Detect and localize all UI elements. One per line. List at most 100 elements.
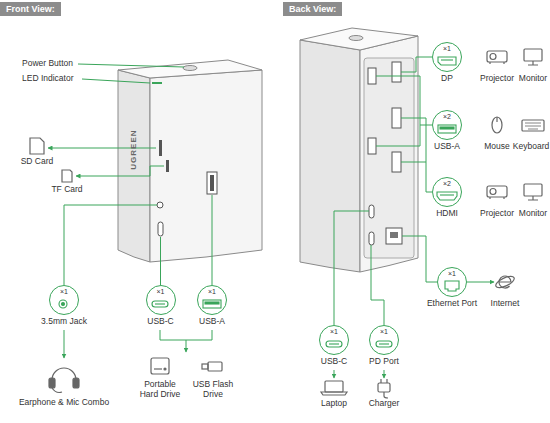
port-name: USB-C	[147, 317, 173, 327]
device-icons	[487, 51, 507, 62]
brand-logo: UGREEN	[129, 120, 138, 180]
port-icon	[197, 298, 227, 310]
device-name: Projector	[475, 209, 519, 219]
device-icons	[151, 358, 169, 374]
port-icon	[326, 341, 342, 347]
port-icon	[376, 341, 392, 347]
device-name: Projector	[475, 74, 519, 84]
device-icons	[208, 362, 222, 371]
port-name: 3.5mm Jack	[41, 317, 87, 327]
part-name: LED Indicator	[22, 74, 74, 84]
port-icon	[203, 300, 221, 308]
view-heading: Back View:	[283, 2, 342, 16]
back-dock	[349, 36, 363, 41]
port-callout: ×1Ethernet Port	[427, 267, 477, 309]
callout-circle: ×2	[432, 110, 462, 140]
port-count: ×2	[433, 180, 461, 187]
device-icons	[499, 276, 511, 288]
leader-lines	[334, 370, 335, 378]
leader-lines	[212, 195, 213, 285]
device-icons	[164, 368, 166, 370]
port-callout: ×1USB-C	[319, 325, 349, 367]
device-icons	[325, 381, 343, 392]
port-count: ×1	[147, 288, 175, 295]
device-icons	[522, 120, 544, 131]
front-dock	[166, 160, 169, 172]
front-dock	[158, 222, 163, 236]
port-icon	[203, 300, 221, 308]
port-callout: ×1PD Port	[369, 325, 399, 367]
port-icon	[379, 343, 389, 344]
port-count: ×1	[370, 328, 398, 335]
device-name: Charger	[362, 399, 406, 409]
device-icons	[52, 368, 76, 380]
device-icons	[490, 54, 496, 60]
back-dock	[392, 62, 401, 82]
port-icon	[326, 341, 342, 347]
device-icons	[492, 117, 502, 133]
front-dock	[150, 70, 262, 262]
port-icon	[438, 57, 456, 65]
callout-circle: ×1	[437, 267, 467, 297]
leader-lines	[376, 76, 432, 146]
device-icons	[490, 197, 504, 199]
device-icons	[49, 378, 55, 388]
front-dock	[159, 140, 162, 156]
port-name: HDMI	[436, 209, 458, 219]
front-dock	[118, 60, 262, 78]
port-icon	[152, 301, 168, 307]
port-icon	[432, 123, 462, 135]
leader-lines	[82, 79, 150, 83]
back-dock	[369, 232, 374, 245]
leader-lines	[467, 282, 494, 283]
front-dock	[118, 60, 262, 262]
device-icons	[524, 184, 542, 196]
device-icons	[528, 196, 538, 200]
callout-circle: ×1	[432, 42, 462, 72]
port-icon	[376, 341, 392, 347]
port-icon	[438, 57, 456, 65]
port-callout: ×1DP	[432, 42, 462, 84]
callout-circle: ×1	[49, 285, 79, 315]
device-name: Internet	[483, 299, 527, 309]
leader-lines	[334, 211, 369, 325]
device-icons	[73, 378, 79, 388]
device-name: Keyboard	[512, 142, 550, 152]
port-icon	[62, 303, 65, 306]
port-icon	[437, 280, 467, 292]
port-count: ×2	[433, 113, 461, 120]
device-name: Laptop	[312, 399, 356, 409]
front-dock	[157, 202, 163, 208]
leader-lines	[186, 340, 187, 352]
port-name: Ethernet Port	[427, 299, 477, 309]
port-icon	[440, 127, 454, 129]
back-dock	[368, 68, 376, 84]
callout-circle: ×2	[432, 177, 462, 207]
port-icon	[155, 303, 165, 304]
leader-lines	[401, 57, 432, 72]
port-icon	[438, 125, 456, 133]
port-count: ×1	[438, 270, 466, 277]
port-icon	[432, 190, 462, 202]
device-icons	[378, 383, 390, 392]
port-icon	[440, 194, 454, 195]
back-dock	[360, 36, 418, 272]
device-icons	[528, 61, 538, 65]
device-name: Mouse	[477, 142, 517, 152]
port-callout: ×2HDMI	[432, 177, 462, 219]
port-count: ×1	[198, 288, 226, 295]
leader-lines	[371, 245, 384, 325]
port-icon	[437, 192, 457, 200]
device-icons	[52, 388, 62, 393]
leader-lines	[76, 166, 164, 176]
port-icon	[329, 343, 339, 344]
front-dock	[210, 175, 214, 191]
callout-circle: ×1	[319, 325, 349, 355]
back-dock	[300, 28, 418, 272]
device-name: USB Flash Drive	[189, 380, 237, 400]
leader-lines	[64, 330, 65, 358]
back-dock	[392, 108, 401, 128]
port-callout: ×1USB-C	[146, 285, 176, 327]
port-icon	[369, 338, 399, 350]
